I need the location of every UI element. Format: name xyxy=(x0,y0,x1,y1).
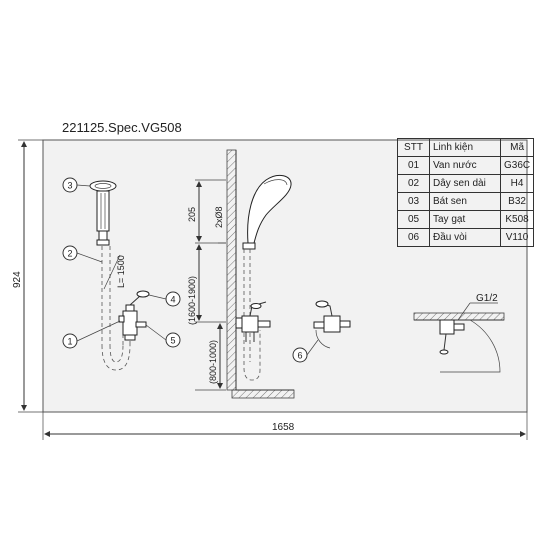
hose-diameter-label: 2xØ8 xyxy=(214,206,224,228)
header-code: Mã xyxy=(499,138,535,157)
row-component: Van nước xyxy=(429,156,501,175)
row-code: B32 xyxy=(499,192,535,211)
row-stt: 02 xyxy=(397,174,430,193)
callout-3: 3 xyxy=(62,177,91,193)
row-component: Đầu vòi xyxy=(429,228,501,247)
wall-section xyxy=(226,149,295,399)
height-label: 924 xyxy=(12,271,23,288)
mixer-valve-exploded xyxy=(118,290,150,341)
svg-text:1: 1 xyxy=(67,337,72,347)
header-stt: STT xyxy=(397,138,430,157)
hose-exploded: L= 1500 xyxy=(101,246,131,371)
table-row: 02 Dây sen dài H4 xyxy=(397,174,535,193)
callout-2: 2 xyxy=(62,245,103,263)
callout-1: 1 xyxy=(62,320,121,349)
row-component: Tay gạt xyxy=(429,210,501,229)
row-stt: 03 xyxy=(397,192,430,211)
thread-label: G1/2 xyxy=(476,293,498,304)
hose-length-label: L= 1500 xyxy=(116,255,126,288)
row-code: V110 xyxy=(499,228,535,247)
table-row: 06 Đầu vòi V110 xyxy=(397,228,535,247)
svg-text:2: 2 xyxy=(67,249,72,259)
header-component: Linh kiện xyxy=(429,138,501,157)
table-row: 03 Bát sen B32 xyxy=(397,192,535,211)
row-stt: 05 xyxy=(397,210,430,229)
width-label: 1658 xyxy=(272,422,295,433)
hand-shower-exploded xyxy=(89,180,117,246)
component-table: STT Linh kiện Mã 01 Van nước G36C 02 Dây… xyxy=(397,138,535,247)
width-dimension: 1658 xyxy=(42,412,528,440)
vertical-dimensions: 205 2xØ8 (1600-1900) (800-1000) xyxy=(187,179,226,391)
table-row: 05 Tay gạt K508 xyxy=(397,210,535,229)
faucet-range-label: (800-1000) xyxy=(208,340,218,384)
svg-text:6: 6 xyxy=(297,351,302,361)
table-header-row: STT Linh kiện Mã xyxy=(397,138,535,157)
table-row: 01 Van nước G36C xyxy=(397,156,535,175)
handshower-length-label: 205 xyxy=(187,207,197,222)
svg-text:5: 5 xyxy=(170,336,175,346)
top-view-detail: G1/2 xyxy=(413,293,505,373)
callout-5: 5 xyxy=(145,324,181,348)
spout-detail xyxy=(313,300,351,349)
row-code: H4 xyxy=(499,174,535,193)
callout-4: 4 xyxy=(148,291,181,307)
installed-hand-shower xyxy=(242,174,292,381)
bar-range-label: (1600-1900) xyxy=(187,276,197,325)
row-stt: 01 xyxy=(397,156,430,175)
row-stt: 06 xyxy=(397,228,430,247)
svg-text:4: 4 xyxy=(170,295,175,305)
callout-6: 6 xyxy=(292,339,319,363)
svg-text:3: 3 xyxy=(67,181,72,191)
height-dimension: 924 xyxy=(12,141,27,411)
row-component: Dây sen dài xyxy=(429,174,501,193)
row-component: Bát sen xyxy=(429,192,501,211)
row-code: G36C xyxy=(499,156,535,175)
drawing-title: 221125.Spec.VG508 xyxy=(62,120,182,135)
installed-mixer xyxy=(235,301,271,342)
row-code: K508 xyxy=(499,210,535,229)
